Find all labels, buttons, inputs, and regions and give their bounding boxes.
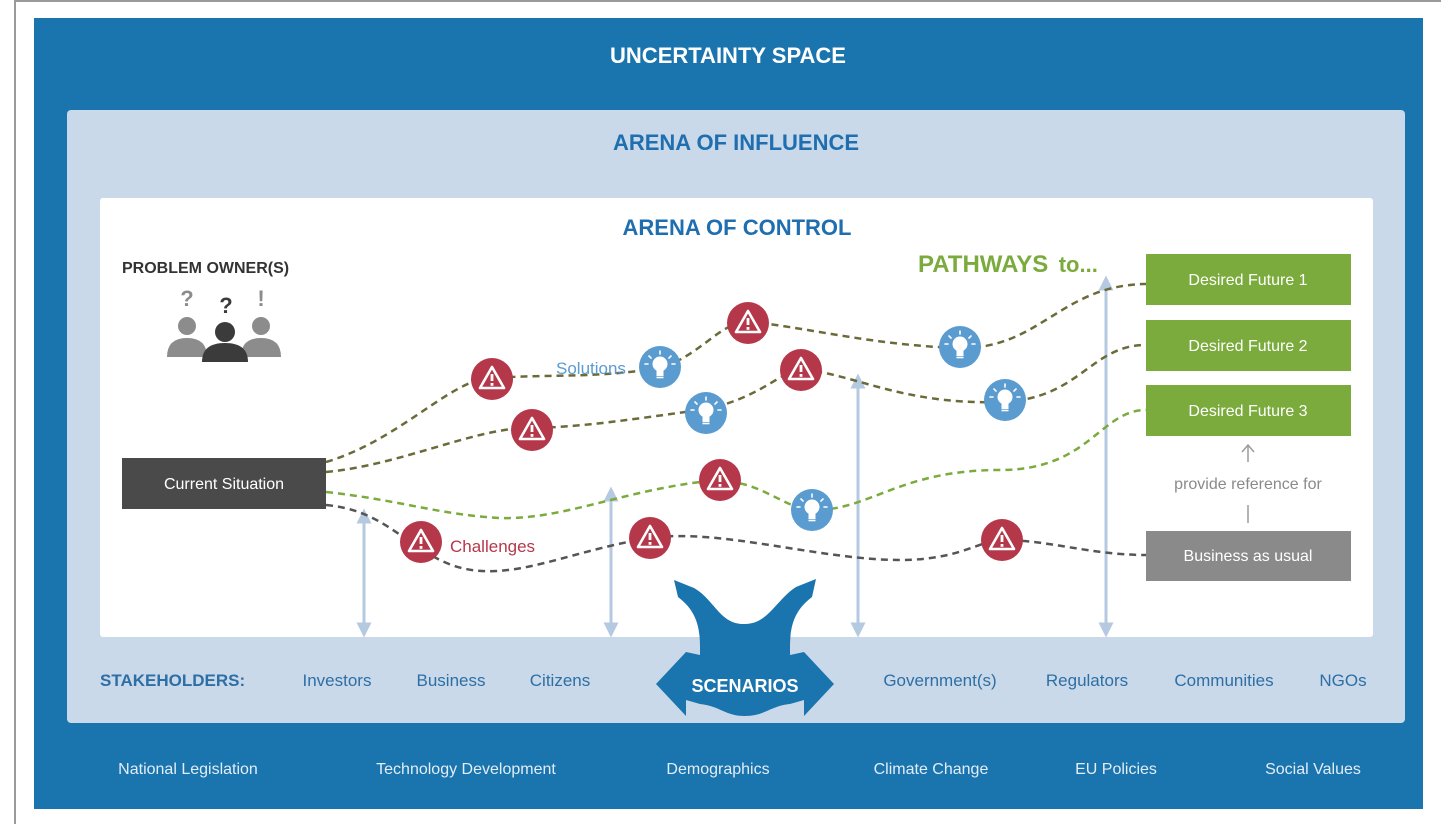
desired-futures: Desired Future 1 Desired Future 2 Desire… [1146, 254, 1351, 436]
desired-future-2-box [1146, 320, 1351, 371]
driver-item: National Legislation [118, 761, 258, 778]
lightbulb-icon [638, 345, 682, 389]
owner-mark-2: ? [219, 293, 232, 318]
warning-icon [398, 519, 444, 565]
desired-future-1-label: Desired Future 1 [1188, 272, 1307, 289]
desired-future-3-label: Desired Future 3 [1188, 403, 1307, 420]
desired-future-2-label: Desired Future 2 [1188, 338, 1307, 355]
reference-arrow [1241, 443, 1255, 523]
warning-icon [697, 457, 743, 503]
stakeholder-item: Investors [303, 671, 372, 690]
current-situation-box [122, 458, 326, 509]
solutions-label: Solutions [556, 359, 626, 378]
lightbulb-icon [684, 391, 728, 435]
desired-future-1-box [1146, 254, 1351, 305]
warning-icon [627, 515, 673, 561]
warning-icon [725, 300, 771, 346]
stakeholders-label: STAKEHOLDERS: [100, 671, 245, 690]
business-as-usual-box [1146, 531, 1351, 581]
arena-of-influence-title: ARENA OF INFLUENCE [613, 130, 859, 155]
driver-item: Climate Change [874, 761, 989, 778]
stakeholder-item: Citizens [530, 671, 590, 690]
provide-reference-label: provide reference for [1174, 476, 1322, 493]
pathways-main: PATHWAYS [918, 251, 1048, 278]
warning-icon [778, 347, 824, 393]
uncertainty-space-title: UNCERTAINTY SPACE [610, 43, 846, 68]
lightbulb-icon [790, 488, 834, 532]
drivers-row: National Legislation Technology Developm… [118, 761, 1361, 778]
owner-mark-1: ? [180, 286, 193, 311]
stakeholder-item: NGOs [1319, 671, 1366, 690]
people-icon: ? ? ! [167, 286, 281, 362]
scenarios-label: SCENARIOS [691, 676, 798, 696]
driver-item: Social Values [1265, 761, 1361, 778]
pathways-suffix: to... [1059, 252, 1098, 277]
desired-future-3-box [1146, 385, 1351, 436]
pathways-label: PATHWAYS to... [918, 251, 1098, 278]
scenarios-shape [656, 579, 834, 716]
lightbulb-icon [983, 378, 1027, 422]
arena-of-control-title: ARENA OF CONTROL [623, 215, 852, 240]
stakeholder-item: Communities [1174, 671, 1273, 690]
stakeholder-item: Business [417, 671, 486, 690]
pathway-2 [325, 343, 1147, 474]
stakeholders-row: STAKEHOLDERS: Investors Business Citizen… [100, 671, 1367, 690]
driver-item: Technology Development [376, 761, 556, 778]
current-situation-label: Current Situation [164, 476, 284, 493]
influence-arrows [356, 275, 1114, 638]
driver-item: EU Policies [1075, 761, 1157, 778]
business-as-usual-label: Business as usual [1184, 548, 1313, 565]
warning-icon [509, 407, 555, 453]
lightbulb-icon [938, 325, 982, 369]
warning-icon [469, 356, 515, 402]
owner-mark-3: ! [257, 286, 264, 311]
driver-item: Demographics [666, 761, 769, 778]
stakeholder-item: Regulators [1046, 671, 1128, 690]
stakeholder-item: Government(s) [883, 671, 996, 690]
problem-owner-label: PROBLEM OWNER(S) [122, 260, 289, 277]
challenges-label: Challenges [450, 537, 535, 556]
four-way-arrow-icon [656, 579, 834, 716]
pathway-3 [325, 408, 1147, 520]
warning-icon [979, 517, 1025, 563]
